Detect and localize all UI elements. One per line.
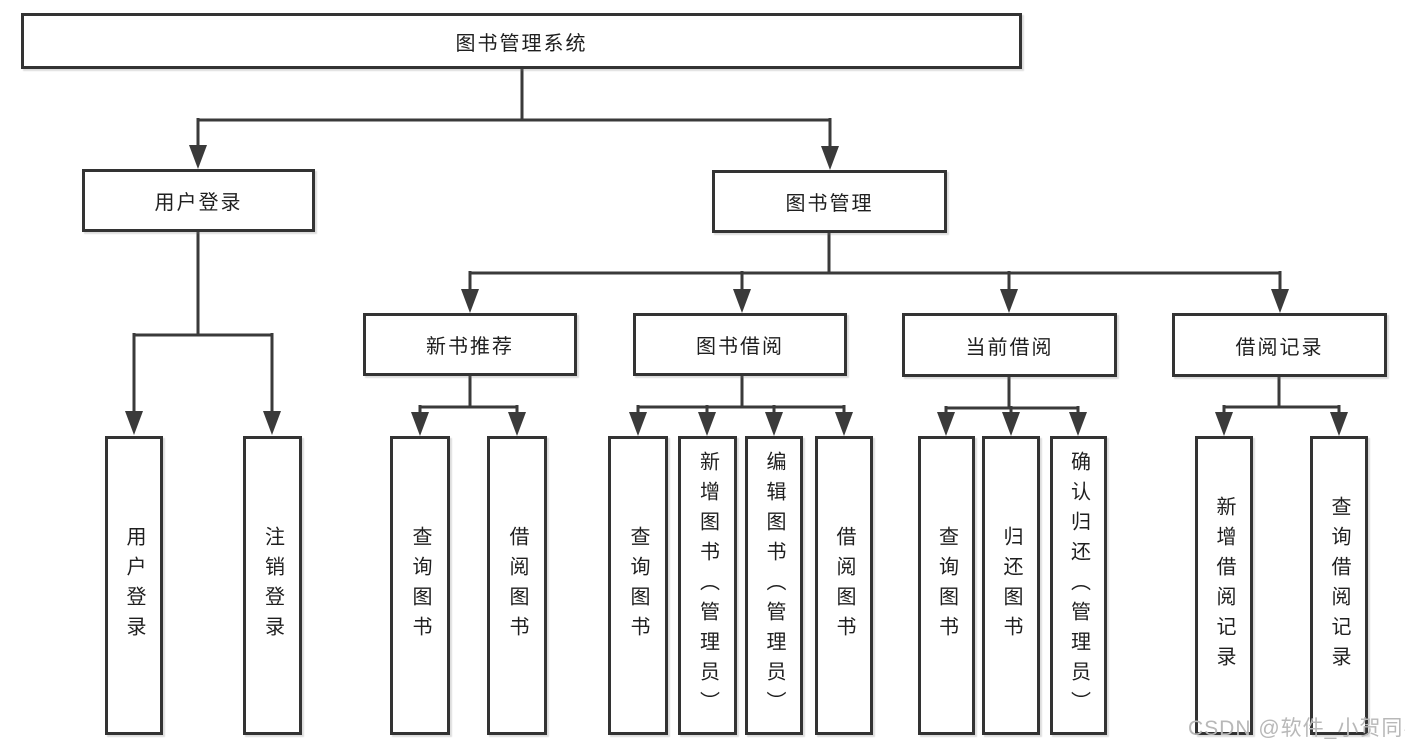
leaf-query-books-3: 查询图书: [918, 436, 975, 735]
arrowheads: [125, 145, 1348, 436]
node-user-login-label: 用户登录: [154, 192, 243, 214]
leaf-query-books-2: 查询图书: [608, 436, 668, 735]
leaf-user-login-label: 用户登录: [123, 525, 145, 646]
node-book-management: 图书管理: [712, 170, 947, 233]
node-library-system: 图书管理系统: [21, 13, 1022, 69]
node-borrowing-records: 借阅记录: [1172, 313, 1387, 377]
leaf-logout-login-label: 注销登录: [261, 525, 284, 646]
leaf-logout-login: 注销登录: [243, 436, 302, 735]
leaf-query-books-3-label: 查询图书: [935, 525, 958, 646]
leaf-query-borrow-record: 查询借阅记录: [1310, 436, 1368, 735]
node-user-login: 用户登录: [82, 169, 315, 232]
connector-current-borrowing: [944, 377, 1080, 418]
node-library-system-label: 图书管理系统: [455, 32, 588, 55]
leaf-query-borrow-record-label: 查询借阅记录: [1328, 495, 1350, 676]
leaf-borrow-books-2-label: 借阅图书: [833, 525, 855, 646]
node-book-borrowing-label: 图书借阅: [696, 336, 784, 358]
node-new-book-recommend: 新书推荐: [363, 313, 577, 376]
leaf-edit-books-admin: 编辑图书（管理员）: [745, 436, 803, 735]
leaf-user-login: 用户登录: [105, 436, 163, 735]
node-current-borrowing: 当前借阅: [902, 313, 1117, 377]
connector-root: [196, 69, 832, 152]
connector-book-management: [468, 233, 1282, 295]
connector-book-borrowing: [636, 376, 846, 418]
leaf-query-books-1: 查询图书: [390, 436, 450, 735]
leaf-add-books-admin-label: 新增图书（管理员）: [696, 450, 719, 721]
node-book-management-label: 图书管理: [785, 193, 874, 215]
leaf-query-books-2-label: 查询图书: [627, 525, 649, 646]
leaf-confirm-return-admin-label: 确认归还（管理员）: [1067, 450, 1090, 721]
leaf-borrow-books-1-label: 借阅图书: [506, 525, 528, 646]
leaf-confirm-return-admin: 确认归还（管理员）: [1050, 436, 1107, 735]
csdn-watermark: CSDN @软件_小贺同学: [1188, 717, 1405, 740]
node-current-borrowing-label: 当前借阅: [965, 336, 1054, 359]
connector-borrowing-records: [1222, 377, 1341, 418]
leaf-add-books-admin: 新增图书（管理员）: [678, 436, 737, 735]
leaf-edit-books-admin-label: 编辑图书（管理员）: [763, 450, 785, 721]
leaf-query-books-1-label: 查询图书: [409, 525, 431, 646]
leaf-add-borrow-record-label: 新增借阅记录: [1213, 495, 1235, 676]
connector-user-login: [132, 232, 274, 417]
connector-new-book-recommend: [418, 376, 519, 418]
node-new-book-recommend-label: 新书推荐: [426, 336, 514, 358]
leaf-return-books-label: 归还图书: [1000, 525, 1022, 646]
node-borrowing-records-label: 借阅记录: [1235, 336, 1324, 359]
leaf-return-books: 归还图书: [982, 436, 1040, 735]
leaf-borrow-books-1: 借阅图书: [487, 436, 547, 735]
node-book-borrowing: 图书借阅: [633, 313, 847, 376]
leaf-borrow-books-2: 借阅图书: [815, 436, 873, 735]
leaf-add-borrow-record: 新增借阅记录: [1195, 436, 1253, 735]
